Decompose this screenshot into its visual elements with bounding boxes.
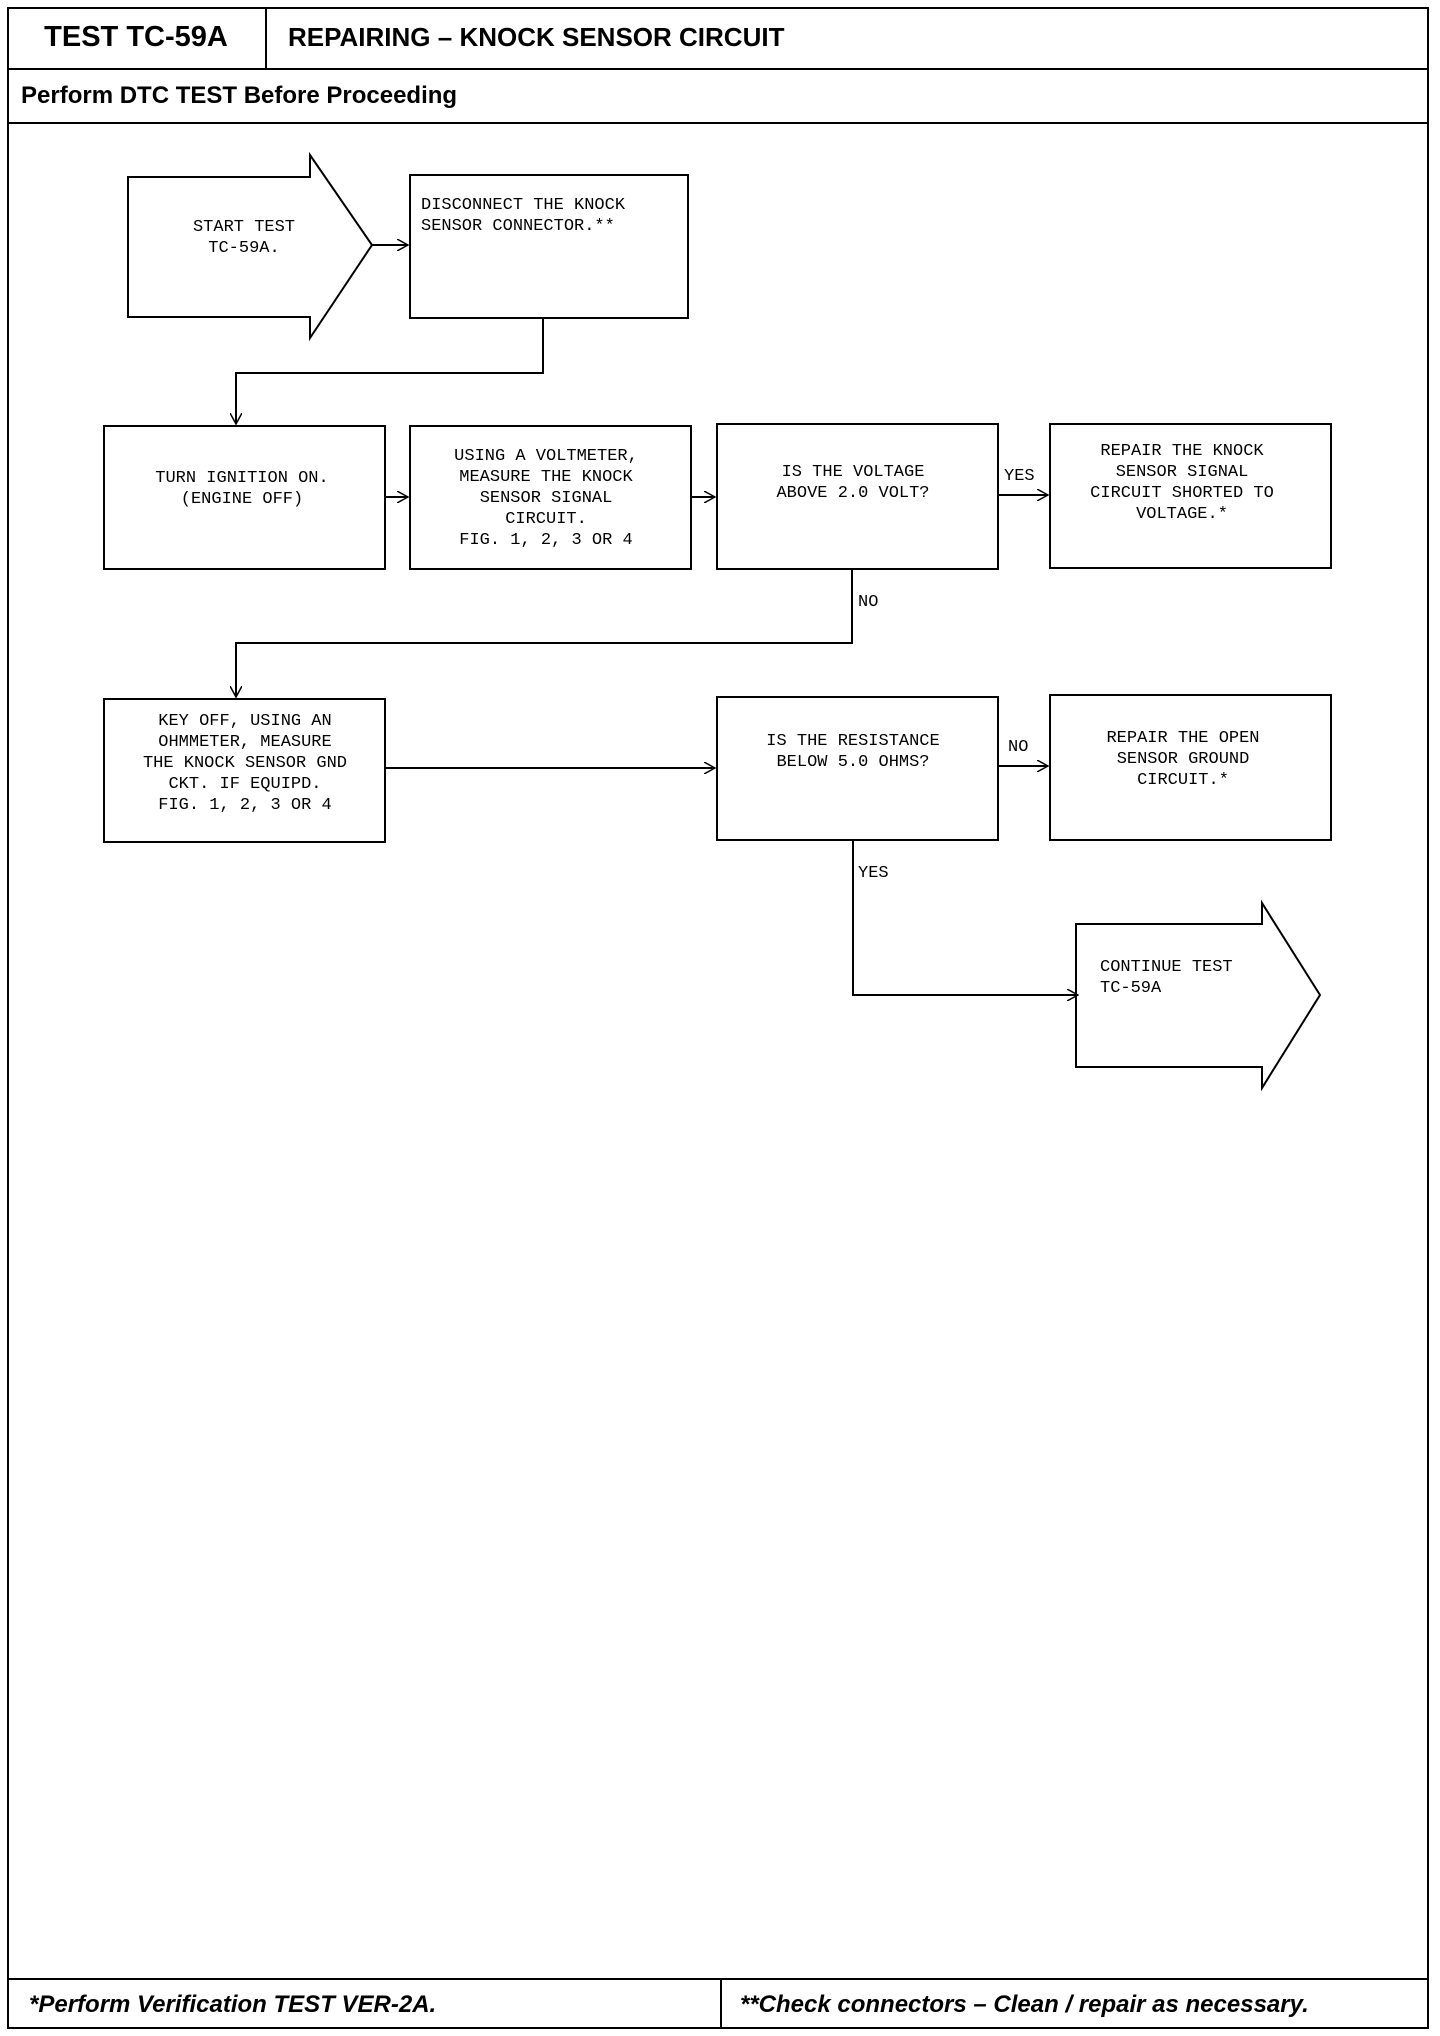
subtitle: Perform DTC TEST Before Proceeding: [21, 82, 458, 109]
repair-short-box: [1049, 423, 1332, 569]
branch-label-yes2: YES: [858, 864, 889, 883]
branch-label-yes1: YES: [1004, 467, 1035, 486]
footer: *Perform Verification TEST VER-2A. **Che…: [7, 1978, 1429, 2029]
resistance-q-text-line: IS THE RESISTANCE: [766, 732, 939, 751]
resistance-question-box: [716, 696, 999, 841]
connector-disconnect-ignition: [236, 318, 544, 424]
connector-resistance-continue-yes: [852, 840, 1078, 995]
continue-text-line: TC-59A: [1100, 979, 1162, 998]
repair-open-text-line: REPAIR THE OPEN: [1106, 729, 1259, 748]
start-arrow-shape: [127, 151, 374, 342]
voltmeter-text-line: FIG. 1, 2, 3 OR 4: [459, 531, 632, 550]
test-id: TEST TC-59A: [7, 7, 267, 68]
continue-arrow-shape: [1075, 899, 1322, 1092]
voltage-q-text-line: IS THE VOLTAGE: [782, 463, 925, 482]
ohmmeter-text-line: THE KNOCK SENSOR GND: [143, 754, 347, 773]
repair-short-text-line: REPAIR THE KNOCK: [1100, 442, 1264, 461]
start-text-line: TC-59A.: [208, 239, 279, 258]
branch-label-no2: NO: [1008, 738, 1028, 757]
ohmmeter-text-line: KEY OFF, USING AN: [158, 712, 331, 731]
repair-short-text-line: VOLTAGE.*: [1136, 505, 1228, 524]
voltage-question-box: [716, 423, 999, 570]
ohmmeter-text-line: FIG. 1, 2, 3 OR 4: [158, 796, 331, 815]
disconnect-text-line: DISCONNECT THE KNOCK: [421, 196, 626, 215]
footnote-verification: *Perform Verification TEST VER-2A.: [7, 1980, 722, 2029]
ohmmeter-text-line: CKT. IF EQUIPD.: [168, 775, 321, 794]
repair-open-box: [1049, 694, 1332, 841]
voltmeter-text-line: MEASURE THE KNOCK: [459, 468, 633, 487]
repair-open-text-line: SENSOR GROUND: [1117, 750, 1250, 769]
footnote-connectors: **Check connectors – Clean / repair as n…: [740, 1990, 1309, 2018]
voltmeter-text-line: SENSOR SIGNAL: [480, 489, 613, 508]
ohmmeter-text-line: OHMMETER, MEASURE: [158, 733, 331, 752]
resistance-q-text-line: BELOW 5.0 OHMS?: [776, 753, 929, 772]
connector-voltage-ohmmeter-no: [236, 569, 853, 697]
repair-open-text-line: CIRCUIT.*: [1137, 771, 1229, 790]
start-text-line: START TEST: [193, 218, 295, 237]
continue-text-line: CONTINUE TEST: [1100, 958, 1233, 977]
repair-short-text-line: CIRCUIT SHORTED TO: [1090, 484, 1274, 503]
page-frame: [7, 7, 1429, 2029]
ignition-text-line: (ENGINE OFF): [181, 490, 303, 509]
header-row: TEST TC-59A REPAIRING – KNOCK SENSOR CIR…: [7, 7, 1429, 70]
disconnect-text-line: SENSOR CONNECTOR.**: [421, 217, 615, 236]
voltmeter-text-line: CIRCUIT.: [505, 510, 587, 529]
voltage-q-text-line: ABOVE 2.0 VOLT?: [776, 484, 929, 503]
subtitle-row: Perform DTC TEST Before Proceeding: [7, 70, 1429, 124]
branch-label-no1: NO: [858, 593, 878, 612]
ohmmeter-box: [103, 698, 386, 843]
repair-short-text-line: SENSOR SIGNAL: [1116, 463, 1249, 482]
ignition-text-line: TURN IGNITION ON.: [155, 469, 328, 488]
page-title: REPAIRING – KNOCK SENSOR CIRCUIT: [288, 22, 785, 52]
disconnect-box: [409, 174, 689, 319]
voltmeter-text-line: USING A VOLTMETER,: [454, 447, 638, 466]
